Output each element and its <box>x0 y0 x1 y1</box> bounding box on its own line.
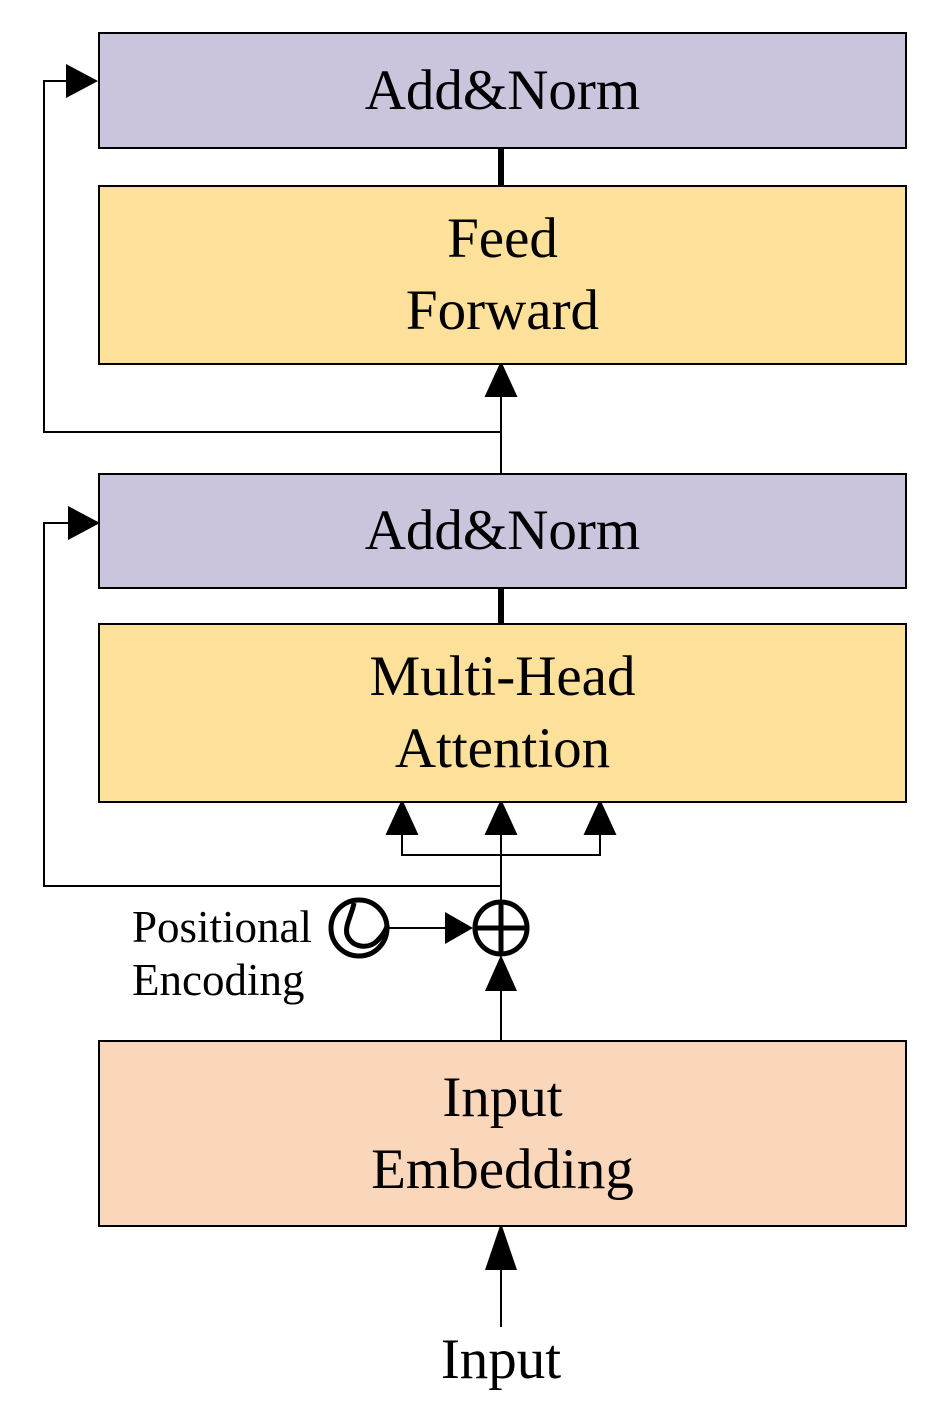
block-feed-forward-label-line1: Feed <box>447 207 558 270</box>
block-input-embedding-label-line2: Embedding <box>371 1137 634 1201</box>
positional-encoding-label-line1: Positional <box>132 902 313 952</box>
block-feed-forward: Feed Forward <box>98 185 907 365</box>
residual-connection-bottom <box>43 506 501 887</box>
block-multi-head-attention-label-line1: Multi-Head <box>369 645 636 708</box>
arrow-input-to-embedding <box>485 1223 517 1327</box>
add-icon <box>472 899 530 957</box>
block-add-norm-top-label: Add&Norm <box>364 58 641 122</box>
block-add-norm-top: Add&Norm <box>98 32 907 149</box>
arrow-into-feedforward <box>484 361 518 473</box>
block-multi-head-attention: Multi-Head Attention <box>98 623 907 803</box>
arrow-posenc-to-adder <box>388 912 473 944</box>
positional-encoding-icon <box>328 897 390 959</box>
arrow-embedding-to-adder <box>485 955 517 1040</box>
arrows-into-attention <box>385 799 617 901</box>
block-feed-forward-label-line2: Forward <box>405 279 600 342</box>
positional-encoding-label: Positional Encoding <box>132 901 312 1007</box>
input-label: Input <box>440 1328 562 1391</box>
block-add-norm-bottom: Add&Norm <box>98 473 907 589</box>
block-multi-head-attention-label-line2: Attention <box>394 717 611 780</box>
block-input-embedding-label-line1: Input <box>442 1065 563 1129</box>
positional-encoding-label-line2: Encoding <box>132 955 305 1005</box>
residual-connection-top <box>43 64 501 433</box>
block-add-norm-bottom-label: Add&Norm <box>364 499 641 562</box>
block-input-embedding: Input Embedding <box>98 1040 907 1227</box>
